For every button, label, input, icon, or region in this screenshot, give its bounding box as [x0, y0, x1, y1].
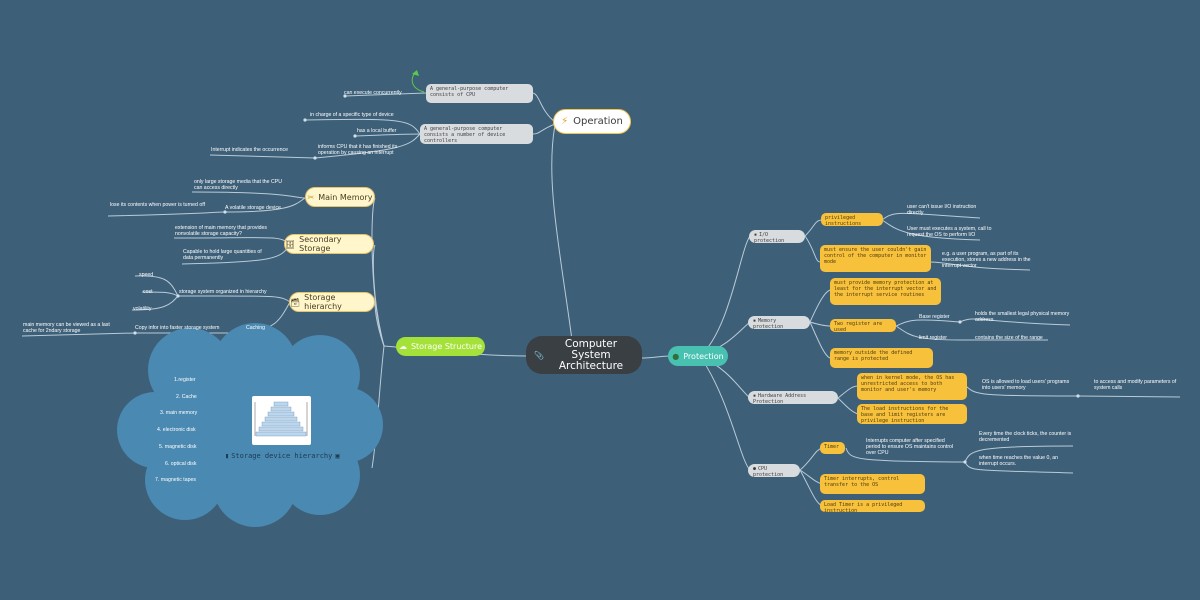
- cpu-box[interactable]: A general-purpose computer consists of C…: [426, 84, 533, 103]
- storage-structure-topic[interactable]: ☁ Storage Structure: [396, 337, 485, 356]
- informs-cpu-text: informs CPU that it has finished its ope…: [318, 144, 398, 157]
- access-modify-text: to access and modify parameters of syste…: [1094, 379, 1177, 392]
- list-item: 5. magnetic disk: [159, 444, 197, 450]
- operation-title: Operation: [573, 116, 623, 127]
- must-ensure-box[interactable]: must ensure the user couldn't gain contr…: [820, 245, 931, 272]
- interrupt-indicates-text: Interrupt indicates the occurrence: [211, 147, 288, 153]
- volatility-text: volatility: [133, 306, 152, 312]
- interrupts-computer-text: Interrupts computer after specified peri…: [866, 438, 954, 457]
- main-memory-title: Main Memory: [318, 192, 373, 202]
- list-item: 2. Cache: [176, 394, 197, 400]
- holds-smallest-text: holds the smallest legal physical memory…: [975, 311, 1070, 324]
- two-register-box[interactable]: Two register are used: [830, 319, 896, 333]
- phone-icon: ▮: [225, 452, 230, 460]
- hardware-protection-title: Hardware Address Protection: [753, 393, 807, 405]
- privileged-box[interactable]: privileged instructions: [821, 213, 883, 227]
- storage-hierarchy-topic[interactable]: 🗃 Storage hierarchy: [289, 292, 375, 312]
- contains-size-text: contains the size of the range: [975, 335, 1043, 341]
- copy-info-text: Copy infor into faster storage system: [135, 325, 220, 331]
- hardware-protection-topic[interactable]: ▪Hardware Address Protection: [748, 391, 838, 405]
- list-item: 4. electronic disk: [157, 427, 196, 433]
- load-timer-box[interactable]: Load Timer is a privileged instruction: [820, 500, 925, 514]
- memory-protection-title: Memory protection: [753, 318, 784, 330]
- eg-text: e.g. a user program, as part of its exec…: [942, 251, 1031, 270]
- speed-text: speed: [139, 272, 154, 278]
- lose-contents-text: lose its contents when power is turned o…: [110, 202, 206, 208]
- cloud-title[interactable]: ▮Storage device hierarchy▣: [225, 452, 345, 461]
- cpu-protection-topic[interactable]: ●CPU protection: [748, 464, 800, 478]
- caching-text: Caching: [246, 325, 266, 331]
- timer-box[interactable]: Timer: [820, 442, 845, 454]
- can-execute-text: can execute concurrently: [344, 90, 402, 96]
- memory-protection-topic[interactable]: ▪Memory protection: [748, 316, 810, 330]
- secondary-storage-title: Secondary Storage: [299, 235, 342, 253]
- list-item: 6. optical disk: [165, 461, 197, 467]
- lightning-icon: ⚡: [561, 116, 569, 127]
- timer-interrupts-box[interactable]: Timer interrupts, control transfer to th…: [820, 474, 925, 494]
- io-protection-topic[interactable]: ▪I/O protection: [749, 230, 805, 244]
- volatile-text: A volatile storage device: [225, 205, 281, 211]
- in-charge-text: in charge of a specific type of device: [310, 112, 394, 118]
- cost-text: cost: [143, 289, 153, 295]
- organized-text: storage system organized in hierarchy: [179, 289, 267, 295]
- list-item: 7. magnetic tapes: [155, 477, 196, 483]
- chip-icon: ▪: [753, 393, 757, 399]
- every-time-text: Every time the clock ticks, the counter …: [979, 431, 1072, 444]
- list-item: 3. main memory: [160, 410, 198, 416]
- paperclip-icon: 📎: [534, 350, 544, 360]
- cloud-title-text: Storage device hierarchy: [231, 452, 333, 460]
- main-memory-cache-text: main memory can be viewed as a last cach…: [23, 322, 110, 335]
- capable-text: Capable to hold large quantities of data…: [183, 249, 262, 262]
- extension-text: extension of main memory that provides n…: [175, 225, 267, 238]
- operation-topic[interactable]: ⚡ Operation: [553, 109, 631, 134]
- storage-hierarchy-title: Storage hierarchy: [304, 293, 342, 311]
- load-instructions-box[interactable]: The load instructions for the base and l…: [857, 404, 967, 424]
- apple-icon: ●: [753, 466, 757, 472]
- base-register-text: Base register: [919, 314, 950, 320]
- user-must-text: User must executes a system, call to req…: [907, 226, 992, 239]
- memory-outside-box[interactable]: memory outside the defined range is prot…: [830, 348, 933, 368]
- must-provide-box[interactable]: must provide memory protection at least …: [830, 278, 941, 305]
- protection-topic[interactable]: ● Protection: [668, 346, 728, 366]
- cloud-icon: ☁: [398, 342, 407, 351]
- cabinet-icon: 🗄: [285, 239, 296, 249]
- user-cant-text: user can't issue I/O instruction directl…: [907, 204, 977, 217]
- memory-icon: ▪: [753, 318, 757, 324]
- allowed-text: OS is allowed to load users' programs in…: [982, 379, 1070, 392]
- main-memory-topic[interactable]: ✂ Main Memory: [305, 187, 375, 207]
- shield-icon: ●: [672, 351, 680, 361]
- secondary-storage-topic[interactable]: 🗄 Secondary Storage: [284, 234, 374, 254]
- limit-register-text: limit register: [919, 335, 947, 341]
- storage-structure-title: Storage Structure: [410, 342, 483, 351]
- monitor-icon: ▣: [335, 452, 340, 460]
- scissors-icon: ✂: [307, 192, 315, 202]
- when-time-text: when time reaches the value 0, an interr…: [979, 455, 1059, 468]
- local-buffer-text: has a local buffer: [357, 128, 397, 134]
- list-item: 1.register: [174, 377, 196, 383]
- kernel-mode-box[interactable]: when in kernel mode, the OS has unrestri…: [857, 373, 967, 400]
- io-protection-title: I/O protection: [754, 232, 785, 244]
- only-large-text: only large storage media that the CPU ca…: [194, 179, 282, 192]
- protection-title: Protection: [683, 351, 724, 361]
- cloud-shape: [117, 323, 383, 527]
- hierarchy-pyramid-image: [252, 396, 311, 445]
- cpu-protection-title: CPU protection: [753, 466, 784, 478]
- filebox-icon: 🗃: [290, 297, 301, 307]
- controllers-box[interactable]: A general-purpose computer consists a nu…: [420, 124, 533, 144]
- central-topic[interactable]: 📎 Computer System Architecture: [526, 336, 642, 374]
- central-title: Computer System Architecture: [558, 337, 624, 372]
- device-icon: ▪: [754, 232, 758, 238]
